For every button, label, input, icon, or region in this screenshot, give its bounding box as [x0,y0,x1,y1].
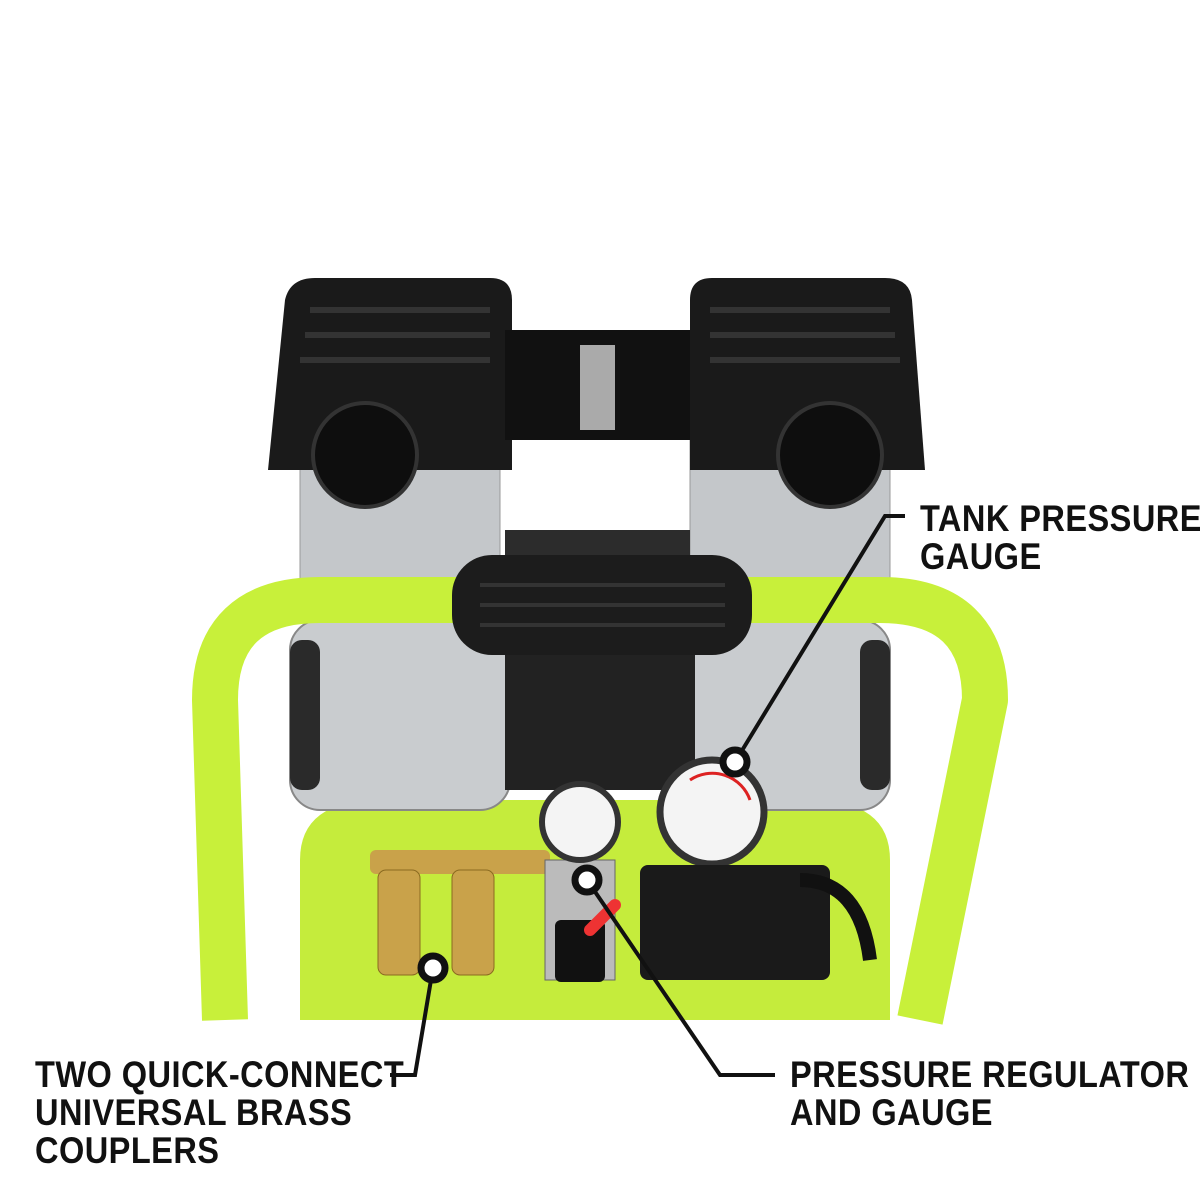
callout-marker-tank-gauge [719,746,751,778]
motor-center [505,640,695,790]
callout-marker-couplers [417,952,449,984]
brass-coupler-left [377,869,421,976]
callout-text: GAUGE [920,536,1042,577]
regulator-gauge [539,781,621,863]
callout-text: TWO QUICK-CONNECT [35,1054,405,1095]
callout-pressure-regulator: PRESSURE REGULATOR AND GAUGE [790,1056,1189,1132]
callout-text: UNIVERSAL BRASS [35,1092,353,1133]
callout-tank-pressure-gauge: TANK PRESSURE GAUGE [920,500,1200,576]
callout-text: COUPLERS [35,1130,220,1171]
air-filter-left [311,401,419,509]
callout-text: PRESSURE REGULATOR [790,1054,1190,1095]
callout-line-couplers [390,967,435,1077]
pressure-switch [640,865,830,980]
callout-line-tank-gauge [733,514,905,764]
brass-coupler-right [451,869,495,976]
callout-marker-regulator [571,864,603,896]
callout-text: TANK PRESSURE [920,498,1200,539]
air-filter-right [776,401,884,509]
brass-manifold [370,850,550,874]
tank-pressure-gauge [656,756,768,868]
callout-line-regulator [585,878,775,1077]
callout-text: AND GAUGE [790,1092,993,1133]
callout-brass-couplers: TWO QUICK-CONNECT UNIVERSAL BRASS COUPLE… [35,1056,404,1170]
